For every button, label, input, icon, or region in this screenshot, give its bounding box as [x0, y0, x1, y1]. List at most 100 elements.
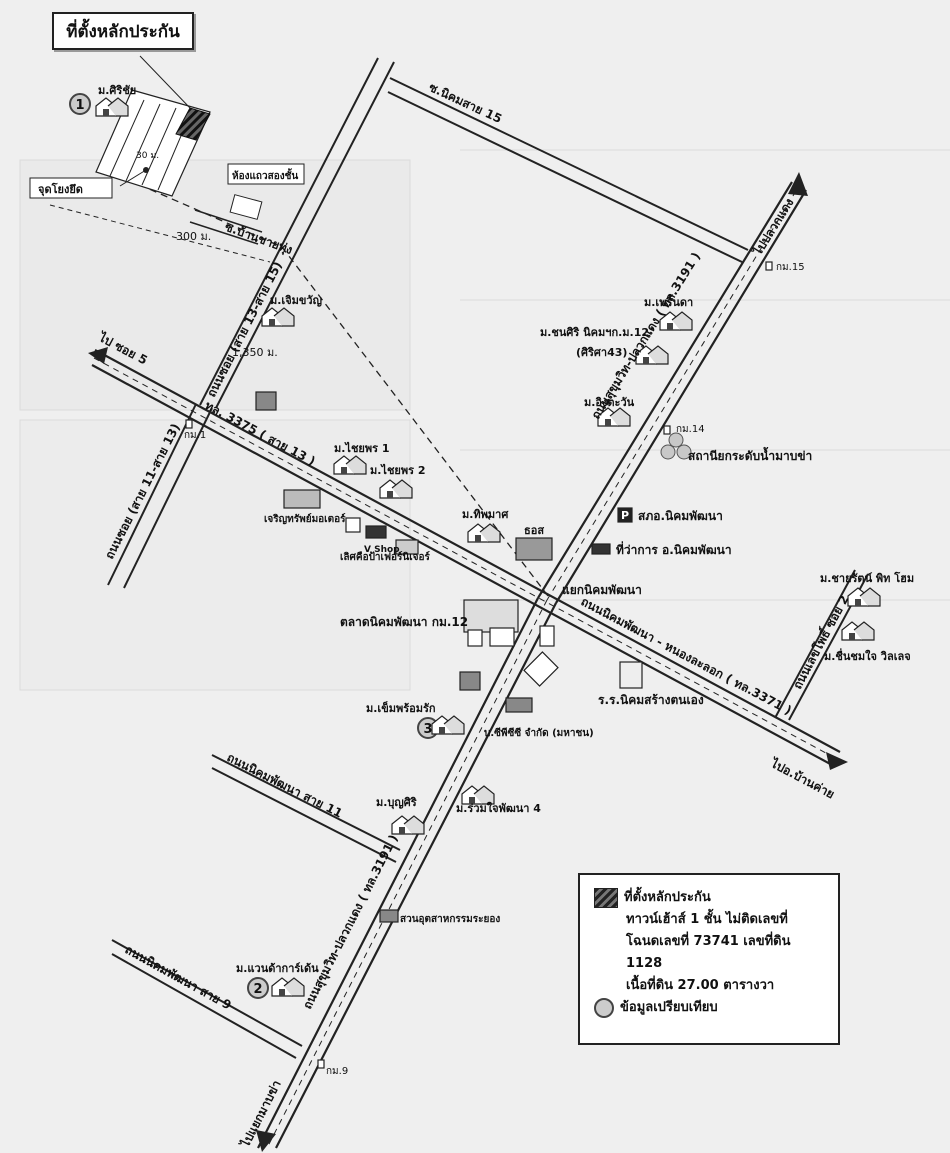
- svg-text:กม.15: กม.15: [776, 262, 805, 273]
- road-label-to-pluakdaeng: ไปปลวกแดง: [749, 195, 797, 259]
- svg-text:สภอ.นิคมพัฒนา: สภอ.นิคมพัฒนา: [638, 509, 723, 523]
- facility-icons: P: [185, 261, 773, 1069]
- shop-icon: [345, 517, 361, 533]
- svg-text:กม.14: กม.14: [676, 424, 705, 435]
- arrow-soi5-icon: [88, 347, 108, 364]
- row-house-shape: [229, 194, 263, 220]
- svg-text:2: 2: [253, 982, 262, 997]
- distance-1350: 1,350 ม.: [232, 346, 278, 359]
- gas-station-2-icon: [459, 671, 481, 691]
- road-label-soi15: ซ.นิคมสาย 15: [427, 80, 504, 126]
- property-parcel: [175, 107, 211, 141]
- village-labels: ม.ศิริชัย ม.เจิมขวัญ ม.เพริ้นดา ม.ชนศิริ…: [98, 84, 914, 975]
- svg-text:สวนอุตสาหกรรมระยอง: สวนอุตสาหกรรมระยอง: [400, 914, 500, 925]
- office-icon: [591, 543, 611, 555]
- legend-property-desc: ทาวน์เฮ้าส์ 1 ชั้น ไม่ติดเลขที่: [626, 912, 788, 927]
- junction-label: แยกนิคมพัฒนา: [562, 583, 642, 597]
- km-post-icon: [317, 1059, 325, 1069]
- svg-text:กม.9: กม.9: [326, 1066, 348, 1077]
- road-label-nikhom-11: ถนนนิคมพัฒนา สาย 11: [225, 750, 345, 820]
- legend-property-row: ที่ตั้งหลักประกัน: [594, 887, 828, 909]
- road-nikhom-9: [111, 939, 303, 1059]
- property-hatch-icon: [594, 888, 618, 908]
- road-sukhumvit-north: [537, 181, 807, 604]
- road-nikhom-11: [211, 754, 401, 863]
- place-labels: จุดโยงยึด ห้องแถวสองชั้น เจริญทรัพย์มอเต…: [29, 163, 812, 925]
- road-label-phothi-2: ถนนเลขโพธิ์ ซอย 2: [789, 592, 852, 691]
- arrow-bankhai-icon: [826, 752, 848, 770]
- direction-arrows: [88, 172, 848, 1152]
- station-icon: [489, 627, 515, 647]
- svg-text:P: P: [621, 509, 629, 522]
- legend-deed: โฉนดเลขที่ 73741 เลขที่ดิน 1128: [626, 934, 791, 971]
- anchor-label-box: [29, 177, 113, 199]
- legend-area: เนื้อที่ดิน 27.00 ตารางวา: [626, 978, 775, 993]
- house-icon: [841, 621, 875, 641]
- legend-property-label: ที่ตั้งหลักประกัน: [624, 890, 711, 905]
- temple-icon: [467, 629, 483, 647]
- warehouse-icon: [395, 539, 419, 555]
- svg-text:เลิศคือป้าเฟอร์นิเจอร์: เลิศคือป้าเฟอร์นิเจอร์: [340, 551, 431, 563]
- rowhouse-label: ห้องแถวสองชั้น: [232, 168, 298, 182]
- svg-text:ม.ชื่นชมใจ วิลเลจ: ม.ชื่นชมใจ วิลเลจ: [824, 648, 911, 663]
- km-post-icon: [663, 425, 671, 435]
- svg-text:1: 1: [75, 98, 84, 113]
- svg-text:ม.ไชยพร 2: ม.ไชยพร 2: [370, 463, 426, 477]
- marker-1: 1: [69, 93, 91, 115]
- road-soi-13-15: [199, 57, 395, 409]
- shrine-icon: [539, 625, 555, 647]
- arrow-mabkha-icon: [256, 1130, 276, 1152]
- house-icon: [847, 587, 881, 607]
- road-label-nikhom-9: ถนนนิคมพัฒนา สาย 9: [123, 942, 234, 1012]
- sign-icon: [523, 651, 559, 687]
- km-post-icon: [185, 419, 193, 429]
- svg-text:ม.ทิพมาศ: ม.ทิพมาศ: [462, 508, 509, 521]
- svg-text:3: 3: [423, 722, 432, 737]
- road-soi-15: [387, 77, 749, 263]
- comparable-circle-icon: [594, 998, 614, 1018]
- road-3375: [91, 349, 841, 767]
- svg-text:กม.1: กม.1: [184, 430, 206, 441]
- road-soi-11-13: [107, 403, 213, 589]
- legend-comparable-label: ข้อมูลเปรียบเทียบ: [620, 1000, 718, 1015]
- house-icon: [271, 977, 305, 997]
- svg-text:ม.อิงตะวัน: ม.อิงตะวัน: [584, 396, 635, 409]
- svg-text:ตลาดนิคมพัฒนา กม.12: ตลาดนิคมพัฒนา กม.12: [340, 615, 468, 629]
- legend-comparable-row: ข้อมูลเปรียบเทียบ: [594, 997, 828, 1019]
- comparable-cluster: [660, 432, 692, 460]
- house-icon: [431, 715, 465, 735]
- marker-2: 2: [247, 977, 269, 999]
- svg-text:ม.บุญศิริ: ม.บุญศิริ: [376, 796, 417, 810]
- km-markers: กม.1 กม.9 กม.14 กม.15: [184, 262, 805, 1077]
- distance-300: 300 ม.: [176, 230, 211, 243]
- market-icon: [463, 599, 519, 633]
- legend-box: ที่ตั้งหลักประกัน ทาวน์เฮ้าส์ 1 ชั้น ไม่…: [578, 873, 840, 1045]
- school-icon: [619, 661, 643, 689]
- factory-icon: [505, 697, 533, 713]
- svg-text:ธอส: ธอส: [524, 524, 544, 537]
- arrow-pluakdaeng-icon: [788, 172, 808, 196]
- svg-text:ม.ศิริชัย: ม.ศิริชัย: [98, 84, 136, 97]
- svg-text:V Shop: V Shop: [364, 545, 400, 555]
- anchor-label: จุดโยงยึด: [38, 182, 83, 197]
- roads: [49, 57, 869, 1149]
- industrial-icon: [379, 909, 399, 923]
- svg-text:บ.ซีพีซีซี จำกัด (มหาชน): บ.ซีพีซีซี จำกัด (มหาชน): [484, 727, 594, 739]
- svg-text:ม.ร่วมใจพัฒนา 4: ม.ร่วมใจพัฒนา 4: [456, 801, 541, 815]
- gas-station-icon: [255, 391, 277, 411]
- rowhouse-label-box: [227, 163, 305, 185]
- svg-text:สถานียกระดับน้ำมาบข่า: สถานียกระดับน้ำมาบข่า: [688, 446, 812, 463]
- svg-text:ม.ชนศิริ นิคมฯก.ม.12: ม.ชนศิริ นิคมฯก.ม.12: [540, 326, 649, 339]
- road-sukhumvit-south: [257, 597, 557, 1149]
- svg-text:ม.ชายรัตน์ พิท โฮม: ม.ชายรัตน์ พิท โฮม: [820, 571, 914, 585]
- svg-text:เจริญทรัพย์มอเตอร์: เจริญทรัพย์มอเตอร์: [264, 513, 346, 525]
- police-icon: [617, 507, 633, 523]
- svg-text:ม.ไชยพร 1: ม.ไชยพร 1: [334, 441, 390, 455]
- svg-text:ม.เพริ้นดา: ม.เพริ้นดา: [644, 294, 693, 309]
- house-icon: [391, 815, 425, 835]
- distance-30: 30 ม.: [136, 151, 159, 161]
- svg-text:ที่ว่าการ อ.นิคมพัฒนา: ที่ว่าการ อ.นิคมพัฒนา: [616, 541, 732, 557]
- building-icon: [283, 489, 321, 509]
- svg-text:ม.เข็มพร้อมรัก: ม.เข็มพร้อมรัก: [366, 701, 436, 715]
